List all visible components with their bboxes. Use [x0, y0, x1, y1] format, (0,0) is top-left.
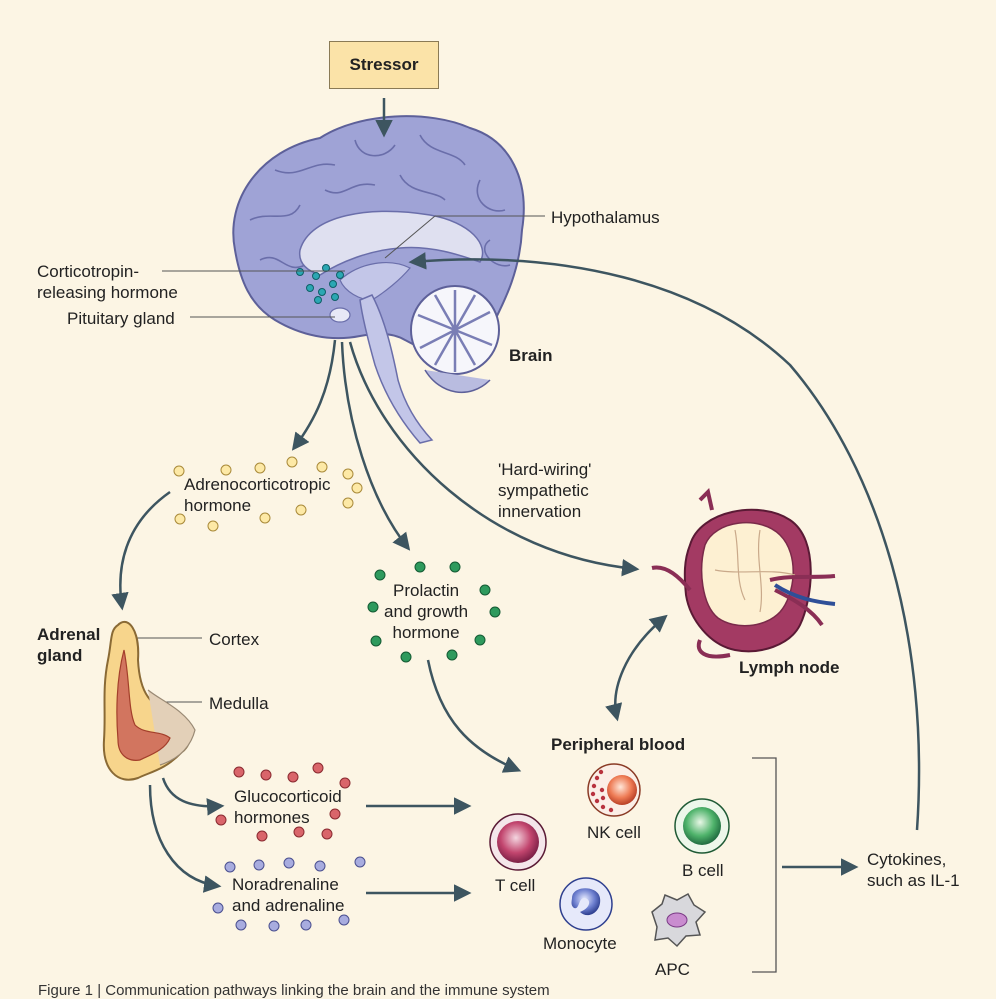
- hypothalamus-label: Hypothalamus: [551, 208, 660, 227]
- stressor-box: Stressor: [329, 41, 439, 89]
- glucocorticoid-label: Glucocorticoid hormones: [234, 787, 342, 827]
- arrow-adrenal-to-noradrenaline: [148, 784, 222, 893]
- peripheral-blood-bracket: [752, 757, 777, 973]
- adrenal-gland-label: Adrenal gland: [37, 625, 101, 665]
- adrenal-gland-illustration: [102, 621, 196, 781]
- lymph-node-label: Lymph node: [739, 658, 840, 677]
- nk-cell-label: NK cell: [587, 823, 641, 842]
- t-cell-label: T cell: [495, 876, 536, 895]
- brain-label: Brain: [509, 346, 553, 365]
- crh-label: Corticotropin- releasing hormone: [37, 262, 178, 302]
- arrow-acth-to-adrenal: [111, 490, 171, 611]
- b-cell-label: B cell: [682, 861, 724, 880]
- nk-cell-icon: [587, 763, 641, 817]
- monocyte-icon: [559, 877, 613, 931]
- acth-dots: [173, 456, 363, 532]
- lymph-node-illustration: [651, 488, 836, 659]
- prolactin-label: Prolactin and growth hormone: [384, 581, 469, 642]
- acth-label: Adrenocorticotropic hormone: [184, 475, 331, 515]
- apc-label: APC: [655, 960, 690, 979]
- glucocorticoid-dots: [215, 762, 351, 842]
- noradrenaline-dots: [212, 856, 366, 932]
- stressor-label: Stressor: [349, 55, 419, 74]
- crh-dots: [296, 264, 344, 304]
- cytokines-label: Cytokines, such as IL-1: [867, 850, 960, 890]
- arrow-lymph-blood: [605, 614, 668, 722]
- b-cell-icon: [674, 798, 730, 854]
- noradrenaline-label: Noradrenaline and adrenaline: [232, 875, 345, 915]
- arrow-prolactin-to-blood: [426, 659, 522, 773]
- cortex-label: Cortex: [209, 630, 260, 649]
- monocyte-label: Monocyte: [543, 934, 617, 953]
- t-cell-icon: [489, 813, 547, 871]
- arrow-cytokine-feedback: [408, 252, 921, 831]
- brain-illustration: [232, 115, 525, 444]
- arrow-to-prolactin: [340, 341, 411, 551]
- arrow-hardwiring: [348, 341, 640, 577]
- figure-caption: Figure 1 | Communication pathways linkin…: [38, 982, 550, 999]
- arrow-adrenal-to-glucocorticoid: [161, 777, 225, 816]
- pathway-arrows: [111, 98, 921, 902]
- hardwiring-label: 'Hard-wiring' sympathetic innervation: [498, 460, 592, 521]
- apc-icon: [651, 892, 707, 948]
- peripheral-blood-label: Peripheral blood: [551, 735, 686, 754]
- prolactin-dots: [367, 561, 501, 663]
- medulla-label: Medulla: [209, 694, 269, 713]
- arrow-to-acth: [291, 339, 337, 451]
- pituitary-label: Pituitary gland: [67, 309, 175, 328]
- cerebellum: [410, 285, 500, 394]
